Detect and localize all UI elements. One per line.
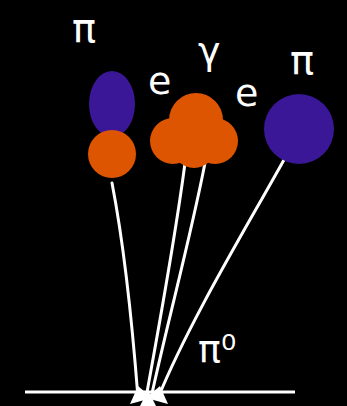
electron-balloon	[88, 130, 136, 178]
particle-label: π⁰	[196, 330, 238, 368]
pion-balloon	[89, 71, 135, 137]
pion-balloon	[264, 94, 334, 164]
arrowheads	[130, 386, 168, 406]
particle-label: γ	[196, 32, 223, 70]
string	[112, 183, 138, 398]
string	[158, 158, 285, 398]
particle-label: π	[70, 8, 98, 48]
particle-label: π	[288, 40, 316, 80]
particle-label: e	[233, 74, 260, 112]
arrowhead	[140, 390, 156, 406]
balloon-strings	[112, 158, 285, 398]
particle-label: e	[146, 62, 173, 100]
photon-balloon	[172, 124, 216, 168]
